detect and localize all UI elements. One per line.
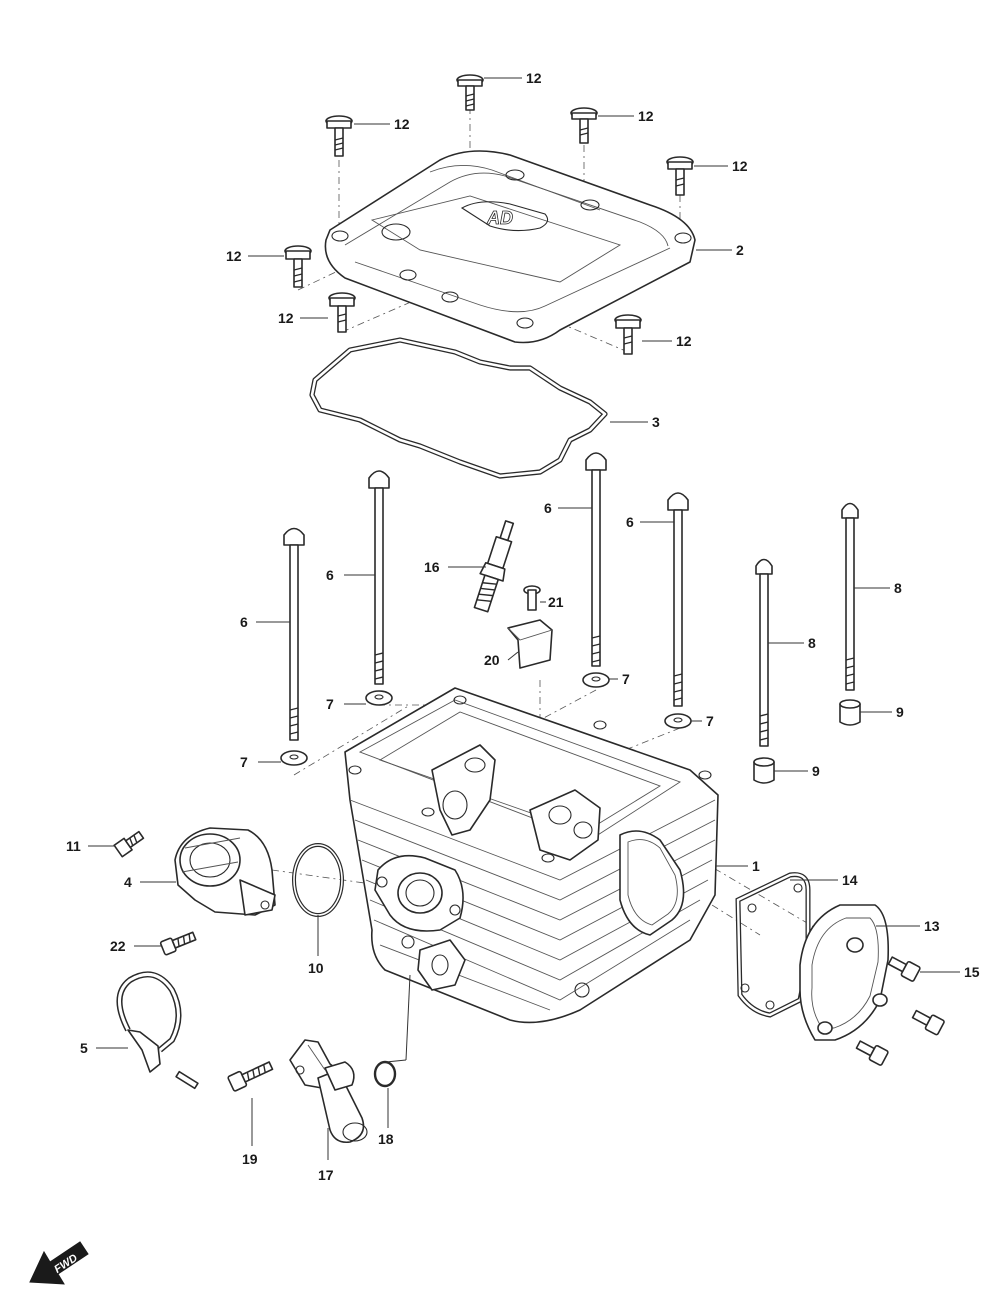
callout-22: 22 [110, 938, 126, 954]
callout-7: 7 [326, 696, 334, 712]
callout-16: 16 [424, 559, 440, 575]
side-inspection-cover [799, 904, 890, 1041]
callout-18: 18 [378, 1131, 394, 1147]
cover-gasket [309, 337, 608, 479]
callout-7: 7 [706, 713, 714, 729]
callout-17: 17 [318, 1167, 334, 1183]
stud-8-right [841, 502, 859, 691]
callout-14: 14 [842, 872, 858, 888]
callout-4: 4 [124, 874, 132, 890]
cover-logo: AD [486, 208, 513, 228]
callout-15: 15 [964, 964, 980, 980]
callout-11: 11 [66, 838, 81, 854]
callout-12: 12 [638, 108, 654, 124]
callout-6: 6 [626, 514, 634, 530]
callout-6: 6 [240, 614, 248, 630]
bolt-12-lower-left [328, 292, 356, 333]
callout-12: 12 [278, 310, 294, 326]
callout-labels: 12 12 12 12 12 12 12 2 3 6 6 6 6 16 21 2… [66, 70, 980, 1183]
intake-manifold [174, 827, 276, 916]
o-ring-10 [292, 843, 344, 917]
bolt-22 [159, 931, 197, 956]
spark-plug [473, 520, 515, 613]
washer-7-d [664, 713, 692, 729]
callout-20: 20 [484, 652, 500, 668]
bolt-15-b [911, 1009, 945, 1036]
callout-12: 12 [226, 248, 242, 264]
callout-10: 10 [308, 960, 324, 976]
callout-12: 12 [676, 333, 692, 349]
bolt-12-left [284, 245, 312, 288]
callout-9: 9 [812, 763, 820, 779]
cylinder-head [344, 687, 719, 1024]
bolt-12-top-right [570, 107, 598, 144]
dowel-9-left [753, 757, 775, 784]
bolt-15-c [855, 1040, 889, 1066]
stud-8-left [755, 558, 773, 747]
callout-6: 6 [544, 500, 552, 516]
water-outlet-pipe [289, 1039, 368, 1144]
callout-6: 6 [326, 567, 334, 583]
bolt-15-a [887, 956, 921, 982]
cylinder-head-cover: AD [324, 150, 696, 344]
callout-12: 12 [394, 116, 410, 132]
washer-7-c [582, 672, 610, 688]
callout-2: 2 [736, 242, 744, 258]
screw-21 [523, 585, 541, 611]
fwd-arrow-icon: FWD [29, 1241, 89, 1285]
callout-3: 3 [652, 414, 660, 430]
washer-7-a [280, 750, 308, 766]
callout-leaders [88, 77, 960, 1160]
stud-6-left [283, 527, 305, 741]
washer-7-b [365, 690, 393, 706]
stud-6-right [667, 492, 689, 707]
callout-5: 5 [80, 1040, 88, 1056]
stud-6-center-right [585, 452, 607, 667]
callout-8: 8 [808, 635, 816, 651]
callout-7: 7 [622, 671, 630, 687]
callout-8: 8 [894, 580, 902, 596]
side-cover-gasket [735, 872, 811, 1018]
stud-6-center-left [368, 470, 390, 685]
bolt-12-left-top [325, 115, 353, 157]
bracket-20 [507, 619, 553, 669]
callout-19: 19 [242, 1151, 258, 1167]
callout-12: 12 [526, 70, 542, 86]
bolt-19 [227, 1061, 274, 1092]
callout-9: 9 [896, 704, 904, 720]
callout-21: 21 [548, 594, 564, 610]
bolt-12-top [456, 74, 484, 111]
dowel-9-right [839, 699, 861, 726]
hose-clamp [116, 971, 199, 1090]
o-ring-18 [373, 1060, 397, 1088]
bolt-12-right [666, 156, 694, 196]
callout-12: 12 [732, 158, 748, 174]
bolt-12-lower-right [614, 314, 642, 355]
bolt-11 [113, 830, 145, 858]
callout-1: 1 [752, 858, 760, 874]
callout-13: 13 [924, 918, 940, 934]
callout-7: 7 [240, 754, 248, 770]
